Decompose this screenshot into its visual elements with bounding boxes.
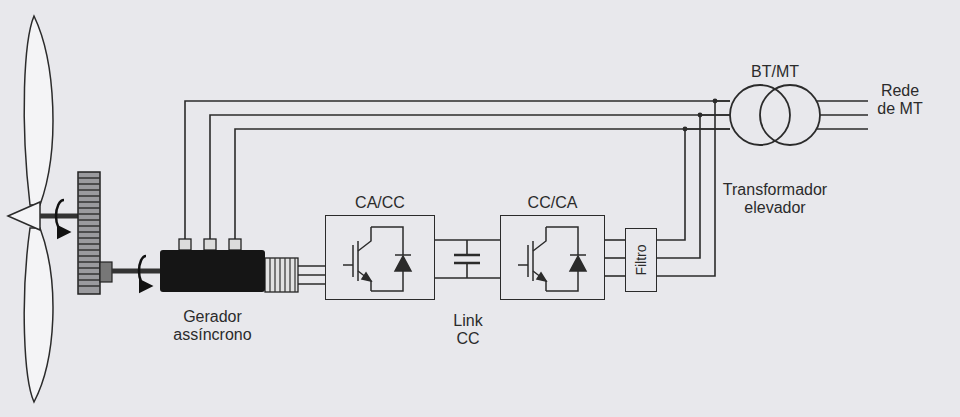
junction-dot <box>713 99 718 104</box>
wire-line <box>657 129 730 240</box>
wire-line <box>235 129 730 250</box>
junction-dot <box>698 113 703 118</box>
igbt-diode-symbol <box>343 227 411 291</box>
transformer-symbol <box>730 85 820 145</box>
converter-box: CA/CC <box>325 215 435 300</box>
converter-box: CC/CA <box>500 215 605 300</box>
wire-line <box>605 257 625 259</box>
drive-train <box>78 178 100 286</box>
wire-connector <box>657 99 730 276</box>
wire-connector <box>435 240 500 278</box>
grid-lines <box>817 101 868 129</box>
turbine-rotor <box>8 16 53 402</box>
capacitor-symbol <box>454 255 480 263</box>
wire-line <box>657 115 730 258</box>
wire-line <box>210 115 730 250</box>
generator-terminals <box>229 239 241 250</box>
generator-body: Gerador assíncrono <box>160 250 265 292</box>
component-label: CC/CA <box>528 194 578 212</box>
drive-train <box>40 172 160 294</box>
wire-line <box>605 275 625 277</box>
junction-dot <box>683 127 688 132</box>
rotation-arrow <box>139 256 146 286</box>
link-label: Link CC <box>445 312 491 349</box>
generator-terminals <box>204 239 216 250</box>
drive-train <box>40 214 78 219</box>
grid-lines <box>817 101 868 129</box>
capacitor-symbol <box>454 240 480 278</box>
turbine-rotor <box>24 228 53 402</box>
rotation-arrow <box>56 200 64 232</box>
filter-box: Filtro <box>625 228 657 292</box>
component-label: Filtro <box>633 244 649 275</box>
wire-line <box>605 239 625 241</box>
component-label: Transformador elevador <box>705 181 845 218</box>
rotation-arrow <box>56 200 146 286</box>
generator-terminals <box>179 239 241 250</box>
turbine-rotor <box>8 202 40 230</box>
drive-train <box>112 269 160 274</box>
capacitor-symbol <box>466 240 468 278</box>
component-label: Gerador assíncrono <box>157 308 269 345</box>
wire-line <box>657 101 730 276</box>
igbt-diode-symbol <box>518 227 586 291</box>
drive-train <box>100 262 112 282</box>
component-label: BT/MT <box>751 63 799 81</box>
transformer-symbol <box>760 85 820 145</box>
network-label: Rede de MT <box>873 82 927 119</box>
slip-rings <box>270 258 295 292</box>
generator-terminals <box>179 239 191 250</box>
slip-rings <box>265 258 298 292</box>
transformer-node: BT/MTTransformador elevador <box>730 85 820 145</box>
wire-connector <box>605 240 625 276</box>
turbine-rotor <box>24 16 53 205</box>
slip-rings <box>265 258 298 292</box>
component-label: CA/CC <box>355 194 405 212</box>
drive-train <box>78 172 100 294</box>
